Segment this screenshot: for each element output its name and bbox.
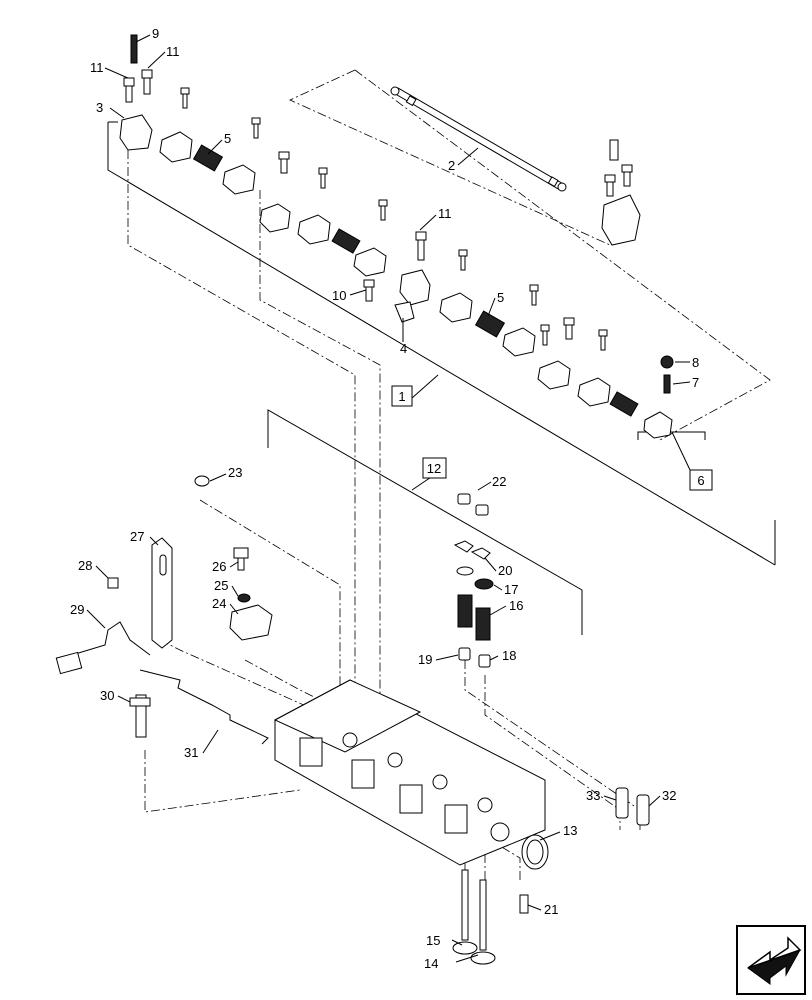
bolts-upper [123,34,633,351]
callout-9: 9 [152,26,159,41]
callout-labels: 1 2 3 4 5 5 6 7 8 9 10 11 11 11 12 13 14… [70,26,705,971]
callout-11-upper: 11 [166,44,180,59]
callout-1: 1 [398,389,405,404]
callout-8: 8 [692,355,699,370]
callout-2: 2 [448,158,455,173]
callout-4: 4 [400,341,407,356]
callout-30: 30 [100,688,114,703]
callout-19: 19 [418,652,432,667]
lower-loose-parts [452,787,650,965]
callout-12: 12 [427,461,441,476]
callout-box-12 [422,457,447,479]
callout-7: 7 [692,375,699,390]
rocker-arm-bracket [637,431,706,471]
callout-32: 32 [662,788,676,803]
leader-lines [86,34,691,963]
valve-group-bracket [267,409,583,635]
callout-31: 31 [184,745,198,760]
callout-14: 14 [424,956,438,971]
callout-24: 24 [212,596,226,611]
callout-29: 29 [70,602,84,617]
callout-box-1 [391,385,413,407]
callout-17: 17 [504,582,518,597]
callout-27: 27 [130,529,144,544]
callout-33: 33 [586,788,600,803]
callout-21: 21 [544,902,558,917]
callout-15: 15 [426,933,440,948]
cylinder-head [273,679,546,866]
callout-26: 26 [212,559,226,574]
callout-11-middle: 11 [438,206,452,221]
callout-20: 20 [498,563,512,578]
callout-6: 6 [697,473,704,488]
callout-22: 22 [492,474,506,489]
rocker-springs [192,144,639,417]
callout-16: 16 [509,598,523,613]
callout-3: 3 [96,100,103,115]
callout-28: 28 [78,558,92,573]
callout-25: 25 [214,578,228,593]
callout-13: 13 [563,823,577,838]
arrow-navigation-icon[interactable] [736,925,806,995]
rocker-arms [119,114,673,439]
rocker-shaft [390,86,567,192]
adjust-screw-and-nut [660,355,674,394]
callout-11-left: 11 [90,60,104,75]
callout-23: 23 [228,465,242,480]
callout-5-lower: 5 [497,290,504,305]
callout-10: 10 [332,288,346,303]
callout-box-6 [689,469,713,491]
callout-18: 18 [502,648,516,663]
callout-5-upper: 5 [224,131,231,146]
injector-parts [55,537,273,745]
valve-train-parts [194,475,494,668]
rocker-assembly-bracket [107,121,776,566]
